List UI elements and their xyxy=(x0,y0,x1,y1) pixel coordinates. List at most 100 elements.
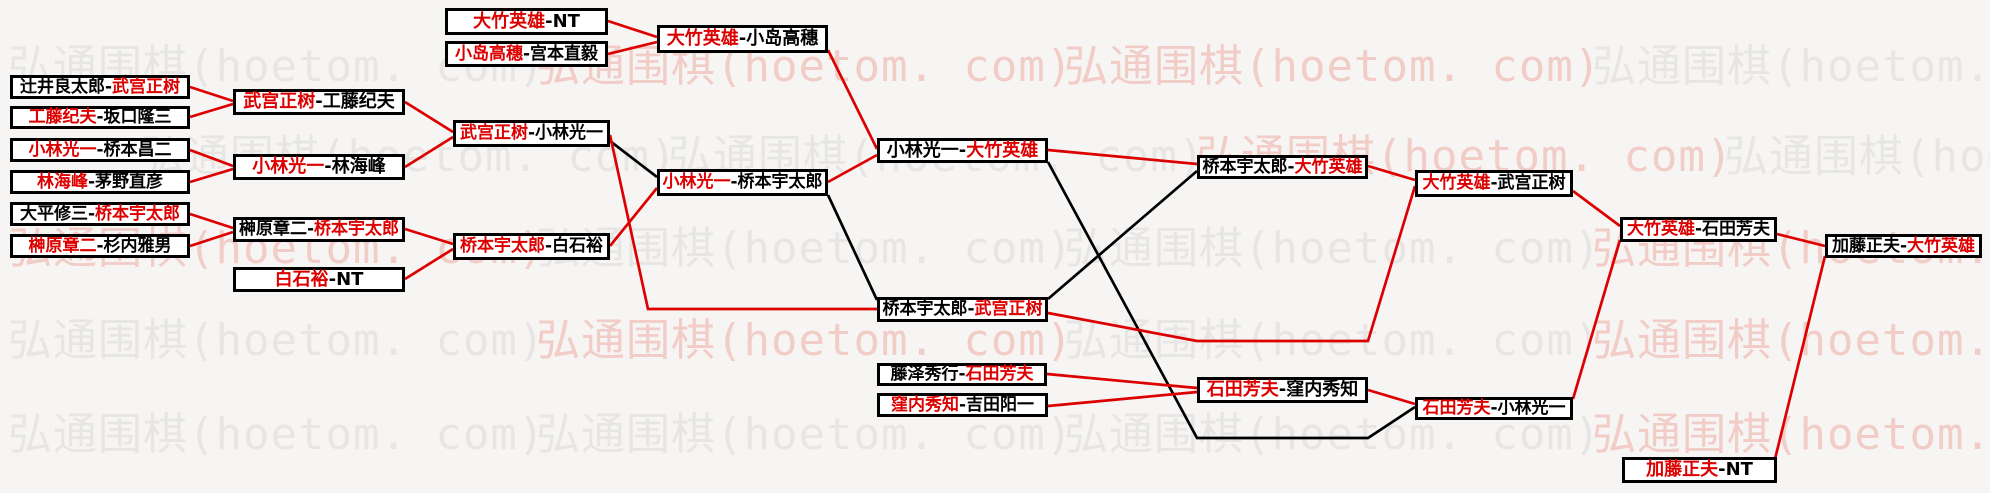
winner-advance-line xyxy=(404,135,454,169)
player-name-loser: 石田芳夫 xyxy=(1702,219,1771,239)
hoetom-watermark-text: 弘通围棋(hoetom. com) xyxy=(8,409,546,460)
hoetom-watermark-text: 弘通围棋(hoetom. com) xyxy=(1592,41,1990,92)
match-box-g2: 石田芳夫-小林光一 xyxy=(1415,397,1573,420)
player-name-loser: 大平修三 xyxy=(19,203,88,224)
player-name-loser: 吉田阳一 xyxy=(966,394,1035,415)
winner-advance-line xyxy=(189,167,234,184)
player-name-winner: 小林光一 xyxy=(252,156,325,177)
vs-dash: - xyxy=(1899,235,1908,256)
vs-dash: - xyxy=(738,28,747,49)
winner-advance-line xyxy=(1367,164,1416,182)
winner-advance-line xyxy=(607,40,658,56)
match-box-t3: 大竹英雄-小岛高穗 xyxy=(657,25,828,53)
vs-dash: - xyxy=(730,172,738,192)
match-box-a2: 工藤纪夫-坂口隆三 xyxy=(10,106,190,129)
match-box-b1: 武宫正树-工藤纪夫 xyxy=(233,89,405,115)
match-box-c2: 桥本宇太郎-白石裕 xyxy=(453,233,610,260)
winner-advance-line xyxy=(189,230,234,248)
vs-dash: - xyxy=(958,364,966,384)
player-name-loser: 小林光一 xyxy=(1497,398,1566,418)
player-name-winner: 工藤纪夫 xyxy=(28,107,97,127)
vs-dash: - xyxy=(967,299,975,319)
winner-advance-line xyxy=(607,19,658,39)
match-box-a5: 大平修三-桥本宇太郎 xyxy=(10,202,190,226)
player-name-loser: 窪内秀知 xyxy=(1286,379,1359,400)
winner-advance-line xyxy=(608,187,659,247)
winner-advance-line xyxy=(1046,372,1198,390)
vs-dash: - xyxy=(1287,156,1295,177)
vs-dash: - xyxy=(544,236,553,256)
player-name-loser: 藤泽秀行 xyxy=(890,364,959,384)
winner-advance-line xyxy=(1367,388,1416,406)
player-name-loser: 武宫正树 xyxy=(1497,173,1566,193)
hoetom-watermark-text: 弘通围棋(hoetom. com) xyxy=(536,409,1074,460)
winner-advance-line xyxy=(189,85,234,103)
match-box-a1: 辻井良太郎-武宫正树 xyxy=(10,75,190,99)
vs-dash: - xyxy=(324,156,332,177)
vs-dash: - xyxy=(96,107,104,127)
vs-dash: - xyxy=(315,91,323,112)
vs-dash: - xyxy=(306,219,315,239)
hoetom-watermark-text: 弘通围棋(hoetom. com) xyxy=(8,315,546,366)
vs-dash: - xyxy=(1718,459,1726,480)
hoetom-watermark-text: 弘通围棋(hoetom. com) xyxy=(1064,223,1602,274)
player-name-loser: 茅野直彦 xyxy=(95,171,164,192)
player-name-winner: 林海峰 xyxy=(36,171,88,192)
player-name-loser: NT xyxy=(1725,459,1753,480)
vs-dash: - xyxy=(104,76,113,97)
match-box-i1: 加藤正夫-大竹英雄 xyxy=(1825,234,1982,258)
match-box-b2: 小林光一-林海峰 xyxy=(233,154,405,180)
player-name-winner: 武宫正树 xyxy=(243,91,316,112)
player-name-loser: 辻井良太郎 xyxy=(19,76,105,97)
player-name-winner: 武宫正树 xyxy=(974,299,1043,319)
player-name-loser: 桥本宇太郎 xyxy=(1202,156,1288,177)
player-name-winner: 大竹英雄 xyxy=(966,139,1039,161)
vs-dash: - xyxy=(96,139,104,160)
player-name-winner: 窪内秀知 xyxy=(890,394,959,415)
player-name-loser: NT xyxy=(336,268,364,290)
winner-advance-line xyxy=(189,212,234,230)
loser-route-line xyxy=(1047,169,1198,301)
hoetom-watermark-text: 弘通围棋(hoetom. com) xyxy=(1064,41,1602,92)
vs-dash: - xyxy=(1278,379,1287,400)
vs-dash: - xyxy=(1490,398,1498,418)
winner-advance-line xyxy=(827,153,878,184)
player-name-winner: 大竹英雄 xyxy=(1294,156,1363,177)
winner-advance-line xyxy=(1047,390,1198,408)
player-name-loser: 小岛高穗 xyxy=(746,28,819,49)
match-box-d1: 小林光一-桥本宇太郎 xyxy=(657,169,828,196)
vs-dash: - xyxy=(1694,219,1703,239)
match-box-a3: 小林光一-桥本昌二 xyxy=(10,138,190,162)
player-name-loser: 加藤正夫 xyxy=(1831,235,1900,256)
vs-dash: - xyxy=(328,268,337,290)
loser-route-line xyxy=(1046,161,1416,440)
match-box-s3: 石田芳夫-窪内秀知 xyxy=(1197,377,1368,403)
player-name-winner: 榊原章二 xyxy=(28,235,97,256)
player-name-loser: 桥本宇太郎 xyxy=(737,172,823,192)
winner-advance-line xyxy=(189,148,234,168)
player-name-loser: 林海峰 xyxy=(331,156,386,177)
player-name-loser: 桥本昌二 xyxy=(103,139,172,160)
winner-advance-line xyxy=(826,49,879,150)
player-name-winner: 石田芳夫 xyxy=(1206,379,1279,400)
match-box-e1: 小林光一-大竹英雄 xyxy=(877,138,1048,163)
match-box-h2: 加藤正夫-NT xyxy=(1622,457,1777,483)
vs-dash: - xyxy=(545,10,553,32)
player-name-winner: 大竹英雄 xyxy=(666,28,739,49)
match-box-s1: 藤泽秀行-石田芳夫 xyxy=(877,363,1047,386)
match-box-a4: 林海峰-茅野直彦 xyxy=(10,170,190,194)
player-name-loser: 宫本直毅 xyxy=(530,43,599,64)
player-name-loser: 白石裕 xyxy=(552,236,604,256)
winner-advance-line xyxy=(404,247,454,281)
player-name-winner: 桥本宇太郎 xyxy=(314,219,400,239)
vs-dash: - xyxy=(522,43,531,64)
match-box-e2: 桥本宇太郎-武宫正树 xyxy=(877,297,1048,322)
match-box-t2: 小岛高穗-宫本直毅 xyxy=(445,41,608,67)
loser-route-line xyxy=(826,194,879,301)
match-box-c1: 武宫正树-小林光一 xyxy=(453,120,610,147)
winner-advance-line xyxy=(608,134,877,311)
match-box-b3: 榊原章二-桥本宇太郎 xyxy=(233,217,405,242)
